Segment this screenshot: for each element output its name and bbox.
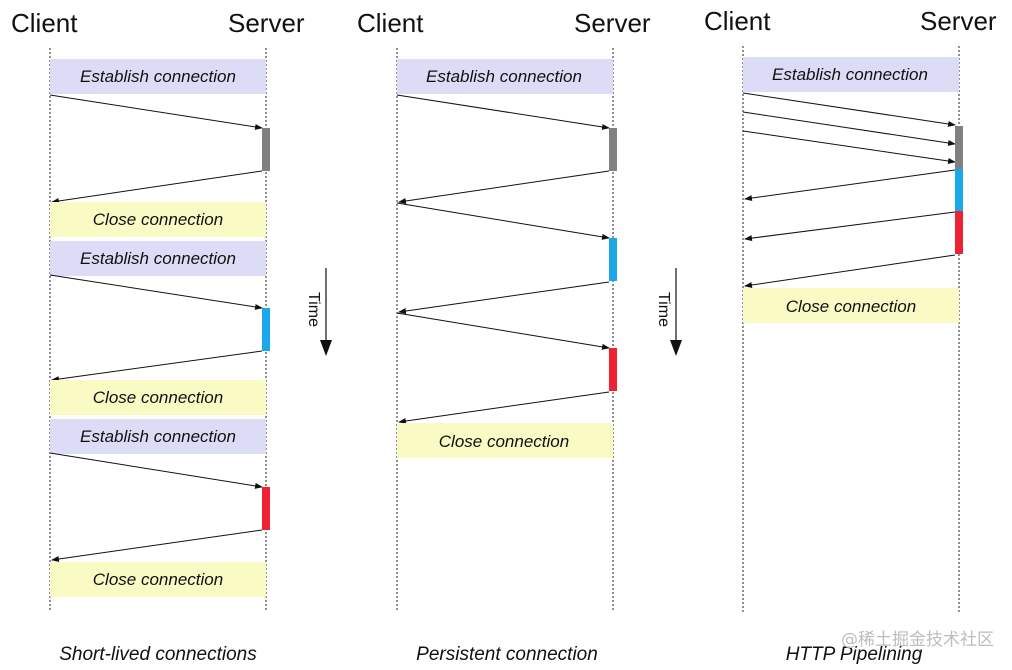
panel-1-request-arrow-1	[49, 94, 263, 130]
panel-1-establish-text-3: Establish connection	[80, 427, 236, 446]
time-label-2: Time	[655, 292, 672, 327]
panel-3-establish-box	[743, 57, 959, 92]
time-arrow-2-head	[670, 340, 682, 356]
panel-2-establish-box	[397, 59, 613, 94]
panel-1-response-arrow-3	[51, 529, 263, 562]
panel-3-processing-bar-3	[955, 211, 963, 254]
panel-2-establish-text: Establish connection	[426, 67, 582, 86]
panel-2-processing-bar-1	[609, 128, 617, 171]
panel-2-response-arrow-2	[398, 281, 610, 314]
panel-1-processing-bar-1	[262, 128, 270, 171]
panel-2-request-arrow-1	[396, 94, 610, 130]
panel-2-client-label: Client	[357, 8, 424, 38]
panel-1-caption: Short-lived connections	[59, 644, 257, 665]
panel-1-close-box-3	[50, 562, 266, 597]
panel-2-close-box	[397, 423, 613, 458]
panel-2-server-label: Server	[574, 8, 651, 38]
panel-1-client-label: Client	[11, 8, 78, 38]
panel-3-response-arrow-3	[744, 254, 956, 288]
panel-1-close-box-1	[50, 202, 266, 237]
panel-1-close-text-3: Close connection	[93, 570, 223, 589]
panel-1-close-text-1: Close connection	[93, 210, 223, 229]
panel-3-processing-bar-1	[955, 126, 963, 169]
time-label-1: Time	[305, 292, 322, 327]
panel-3-close-text: Close connection	[786, 297, 916, 316]
panel-2-response-arrow-3	[398, 391, 610, 424]
panel-1-processing-bar-3	[262, 487, 270, 530]
panel-3-response-arrow-1	[744, 169, 956, 202]
panel-persistent: Client Server Establish connection Close…	[357, 8, 651, 665]
panel-1-establish-box-2	[50, 241, 266, 276]
panel-3-server-label: Server	[920, 6, 997, 36]
panel-1-request-arrow-2	[49, 274, 263, 310]
panel-1-request-arrow-3	[49, 452, 263, 489]
panel-short-lived: Client Server Establish connection Close…	[11, 8, 305, 665]
watermark: @稀土掘金技术社区	[841, 630, 994, 650]
panel-1-establish-text-2: Establish connection	[80, 249, 236, 268]
panel-1-establish-box-3	[50, 419, 266, 454]
panel-3-processing-bar-2	[955, 169, 963, 211]
panel-2-request-arrow-3	[396, 312, 610, 350]
panel-1-close-text-2: Close connection	[93, 388, 223, 407]
panel-2-request-arrow-2	[396, 202, 610, 240]
panel-1-processing-bar-2	[262, 308, 270, 351]
panel-pipelining: Client Server Establish connection Close…	[704, 6, 997, 665]
time-arrow-1: Time	[305, 268, 332, 356]
time-arrow-1-head	[320, 340, 332, 356]
panel-3-request-arrow-2	[742, 111, 956, 146]
panel-2-processing-bar-3	[609, 348, 617, 391]
panel-1-response-arrow-1	[51, 170, 263, 204]
panel-2-response-arrow-1	[398, 170, 610, 204]
panel-1-server-label: Server	[228, 8, 305, 38]
panel-3-client-label: Client	[704, 6, 771, 36]
panel-3-request-arrow-1	[742, 92, 956, 127]
panel-3-response-arrow-2	[744, 211, 956, 242]
panel-3-request-arrow-3	[742, 130, 956, 164]
panel-2-close-text: Close connection	[439, 432, 569, 451]
panel-1-response-arrow-2	[51, 350, 263, 383]
panel-1-establish-text-1: Establish connection	[80, 67, 236, 86]
panel-3-close-box	[743, 288, 959, 323]
panel-3-establish-text: Establish connection	[772, 65, 928, 84]
panel-3-caption: HTTP Pipelining	[786, 644, 923, 665]
panel-2-processing-bar-2	[609, 238, 617, 281]
panel-1-establish-box-1	[50, 59, 266, 94]
panel-1-close-box-2	[50, 380, 266, 415]
panel-2-caption: Persistent connection	[416, 644, 598, 665]
time-arrow-2: Time	[655, 268, 682, 356]
